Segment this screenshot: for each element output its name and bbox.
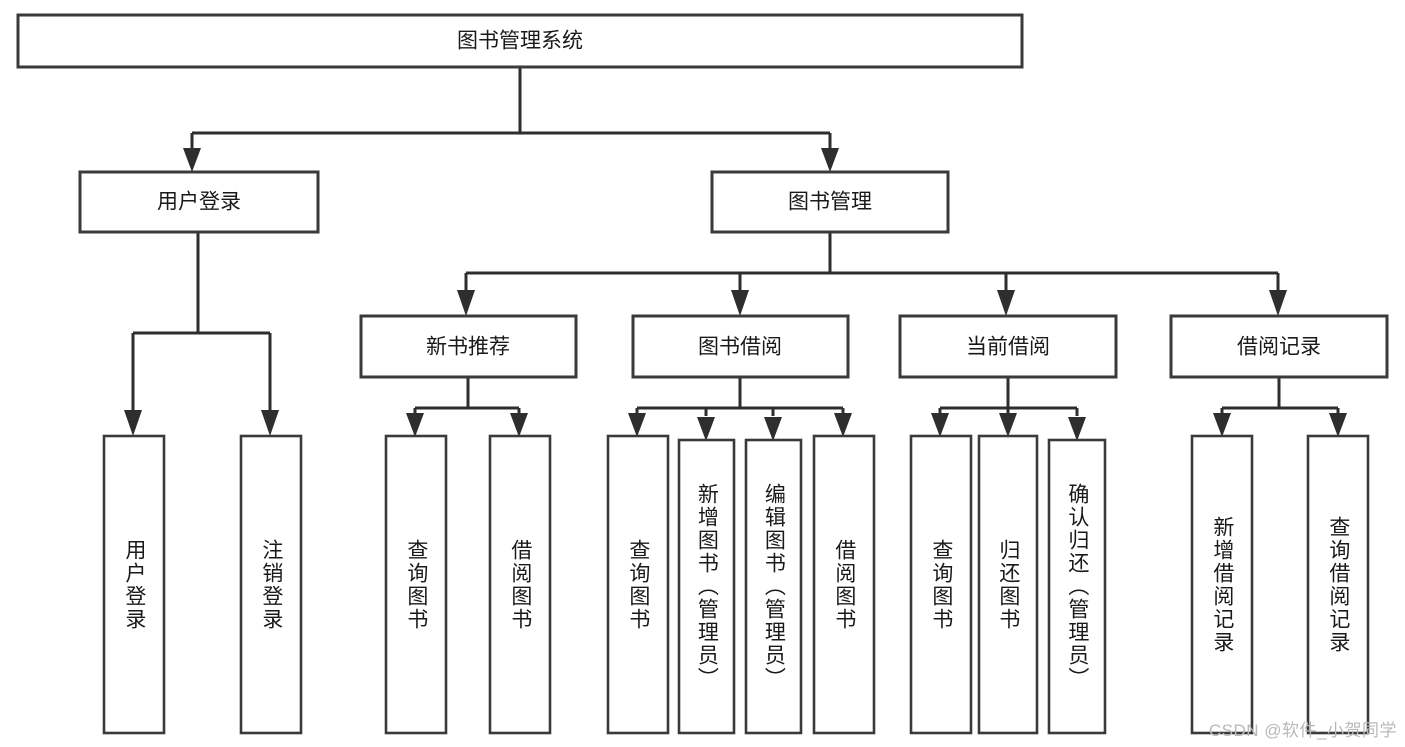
arrow-to-user-login [183,148,201,172]
leaf-box-query-book-3[interactable] [909,434,973,735]
connector-borrowrecord-to-leaves [1213,377,1347,437]
arrow-leaf-borrow-book-2 [834,413,852,437]
node-user-login[interactable]: 用户登录 [78,170,320,234]
leaf-box-query-book-2[interactable] [606,434,670,735]
leaf-box-add-book[interactable] [677,438,736,735]
connector-bookborrow-to-leaves [628,377,852,441]
arrow-to-book-manage [821,148,839,172]
arrow-leaf-add-record [1213,413,1231,437]
arrow-leaf-borrow-book-1 [510,413,528,437]
leaf-box-logout[interactable] [239,434,303,735]
node-book-borrow-label: 图书借阅 [698,336,782,359]
leaf-box-query-book-1[interactable] [384,434,448,735]
arrow-leaf-query-book-1 [406,413,424,437]
leaf-box-edit-book[interactable] [744,438,803,735]
leaf-box-add-record[interactable] [1190,434,1254,735]
leaf-box-borrow-book-1[interactable] [488,434,552,735]
arrow-leaf-confirm-return [1068,417,1086,441]
node-new-book-recommend-label: 新书推荐 [426,336,510,359]
leaf-box-borrow-book-2[interactable] [812,434,876,735]
arrow-leaf-query-book-3 [931,413,949,437]
node-book-manage-label: 图书管理 [788,191,872,214]
arrow-leaf-edit-book [764,417,782,441]
node-root-label: 图书管理系统 [457,30,583,53]
node-book-borrow[interactable]: 图书借阅 [631,314,850,379]
arrow-leaf-add-book [697,417,715,441]
arrow-leaf-query-book-2 [628,413,646,437]
arrow-to-book-borrow [731,290,749,316]
node-book-manage[interactable]: 图书管理 [710,170,950,234]
arrow-to-borrow-record [1269,290,1287,316]
arrow-leaf-return-book [999,413,1017,437]
arrow-leaf-query-record [1329,413,1347,437]
leaf-box-user-login[interactable] [102,434,166,735]
arrow-leaf-logout [261,410,279,436]
connector-currentborrow-to-leaves [931,377,1086,441]
arrow-leaf-user-login [124,410,142,436]
leaf-box-return-book[interactable] [977,434,1039,735]
leaf-box-confirm-return[interactable] [1047,438,1107,735]
node-current-borrow[interactable]: 当前借阅 [898,314,1118,379]
connector-userlogin-to-leaves [124,232,279,436]
connector-root-to-level1 [183,67,839,172]
leaf-box-query-record[interactable] [1306,434,1370,735]
csdn-watermark: CSDN @软件_小贺同学 [1208,721,1397,740]
node-borrow-record-label: 借阅记录 [1237,336,1321,359]
connector-newbook-to-leaves [406,377,528,437]
node-user-login-label: 用户登录 [157,191,241,214]
node-root[interactable]: 图书管理系统 [16,13,1024,69]
connector-bookmanage-to-level2 [457,232,1287,316]
arrow-to-current-borrow [997,290,1015,316]
node-borrow-record[interactable]: 借阅记录 [1169,314,1389,379]
node-current-borrow-label: 当前借阅 [966,336,1050,359]
node-new-book-recommend[interactable]: 新书推荐 [359,314,578,379]
arrow-to-new-book [457,290,475,316]
